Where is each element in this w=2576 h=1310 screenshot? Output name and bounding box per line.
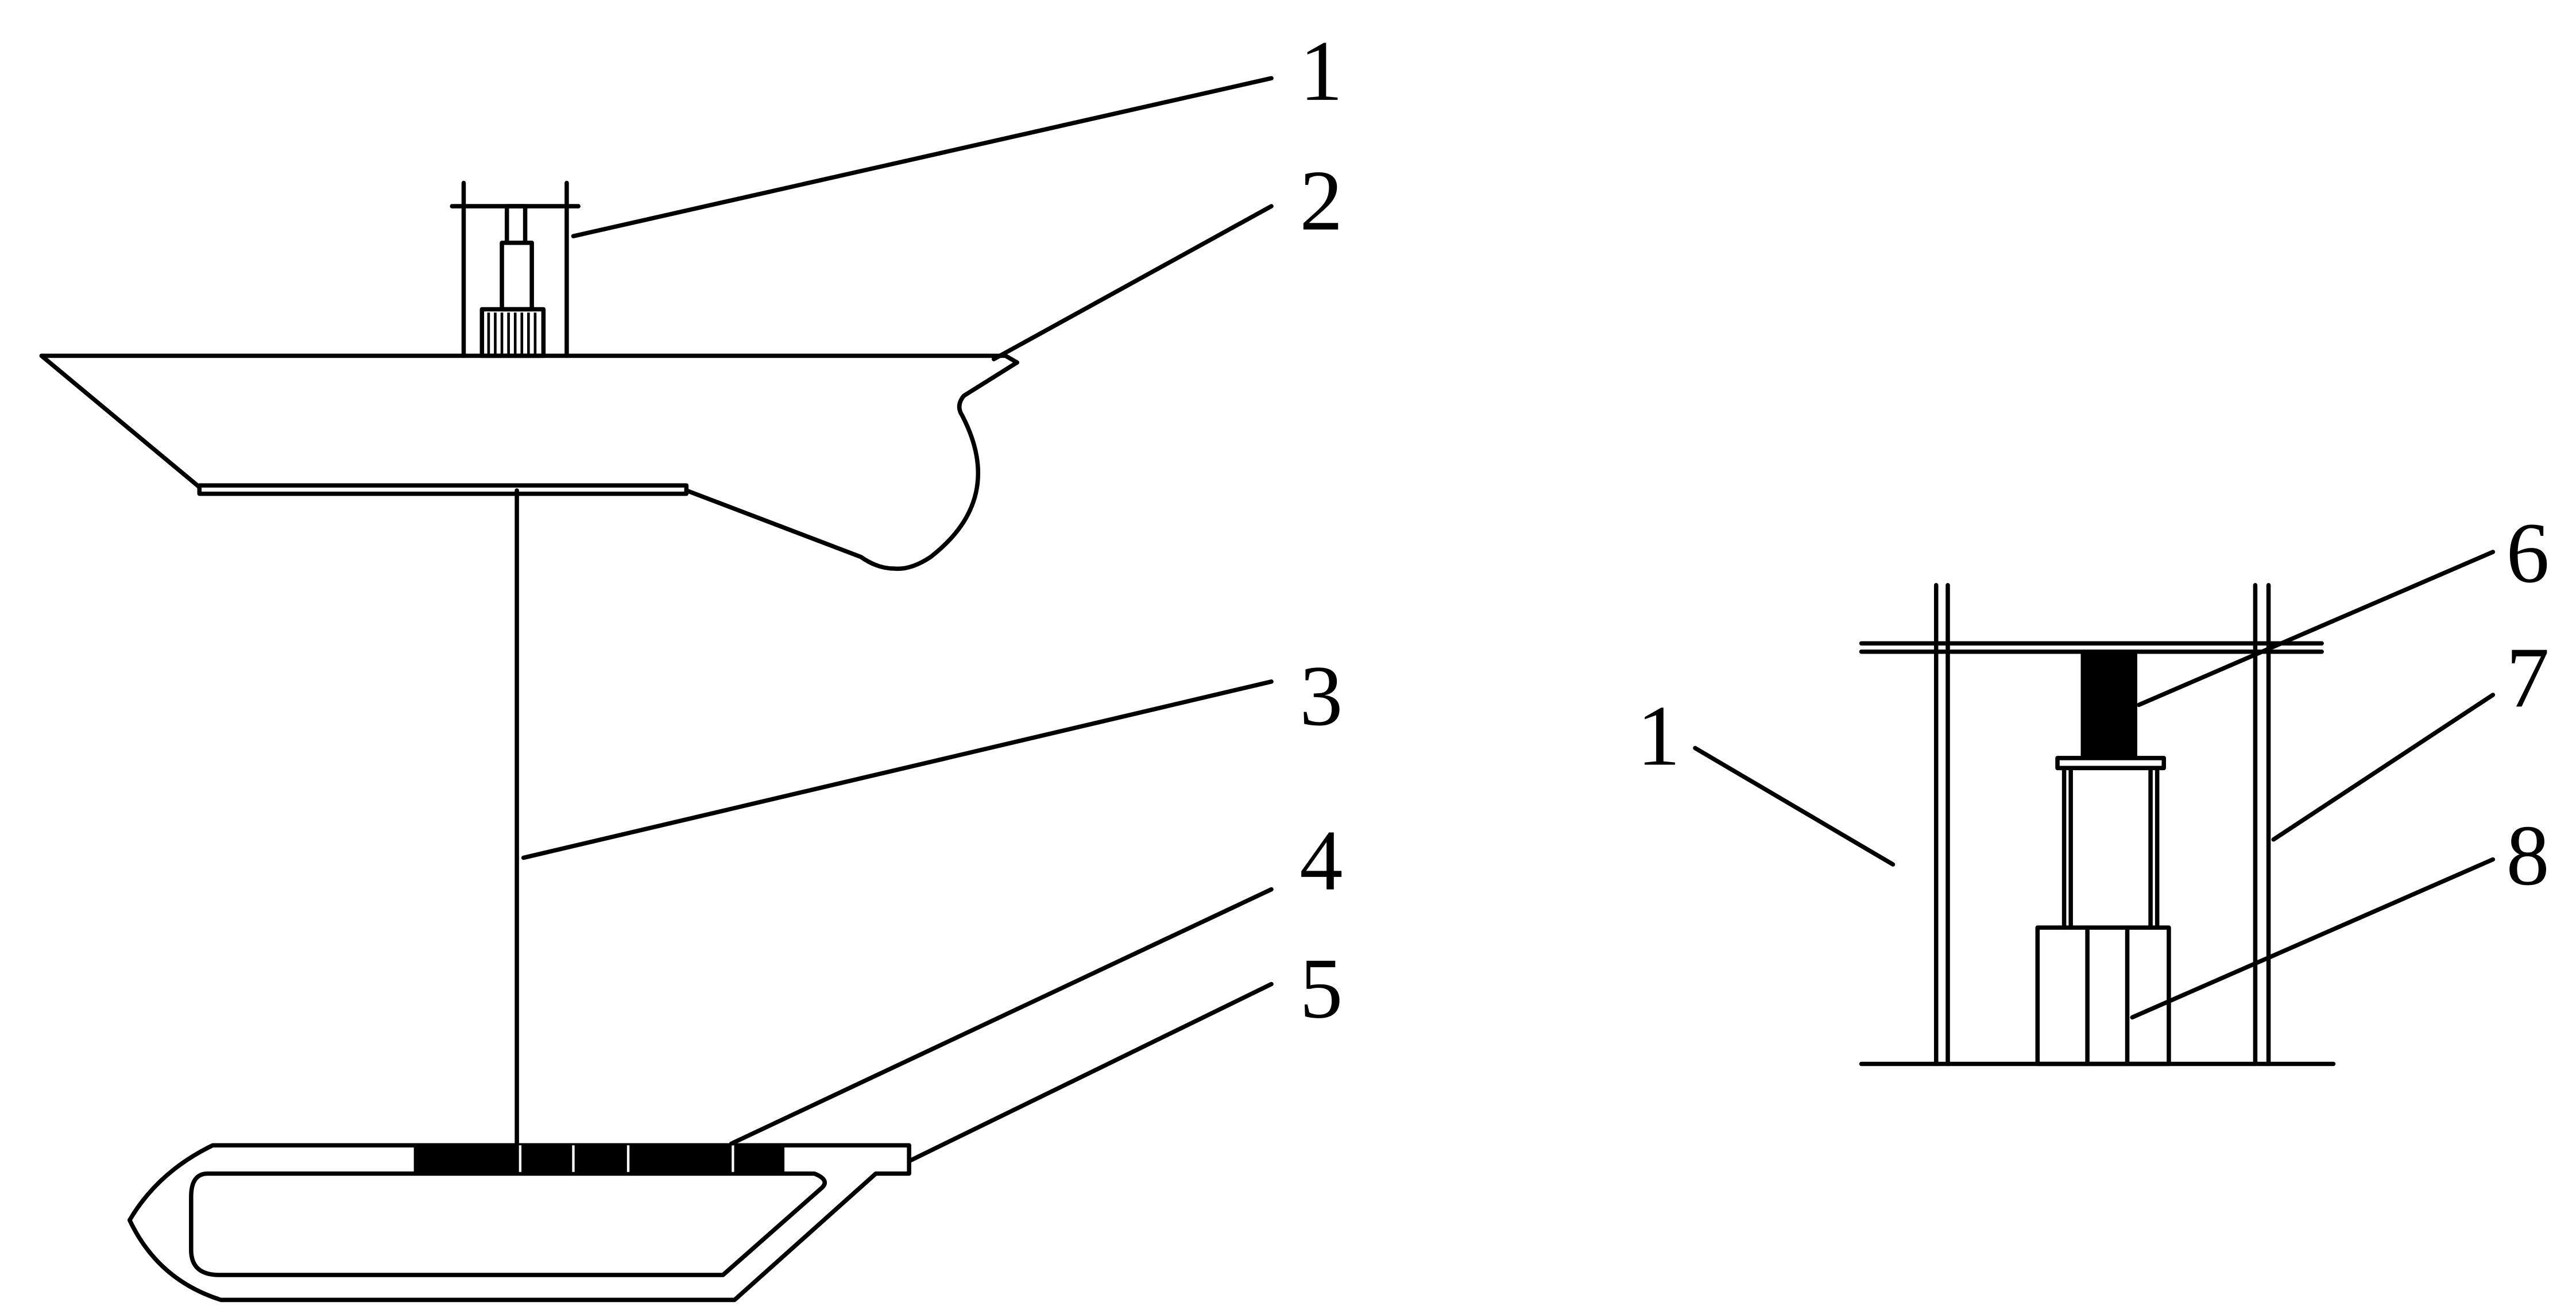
- label-5: 5: [1299, 940, 1343, 1036]
- label-3: 3: [1299, 648, 1343, 744]
- lower-float: [127, 1143, 911, 1303]
- label-7: 7: [2506, 629, 2549, 725]
- label-4: 4: [1299, 813, 1343, 909]
- label-1: 1: [1299, 23, 1343, 119]
- mechanism-detail: [1859, 583, 2336, 1066]
- leader-lines-right: [1693, 550, 2496, 1020]
- gear-hatch: [487, 312, 537, 356]
- floating-body: [39, 353, 1020, 571]
- label-8: 8: [2506, 807, 2549, 903]
- motor-block: [2080, 651, 2137, 758]
- leader-lines-left: [521, 76, 1274, 1163]
- winch-mechanism: [450, 180, 581, 358]
- label-6: 6: [2506, 505, 2549, 601]
- label-1-right: 1: [1637, 688, 1680, 784]
- sensor-bar: [413, 1145, 785, 1172]
- label-2: 2: [1299, 153, 1343, 249]
